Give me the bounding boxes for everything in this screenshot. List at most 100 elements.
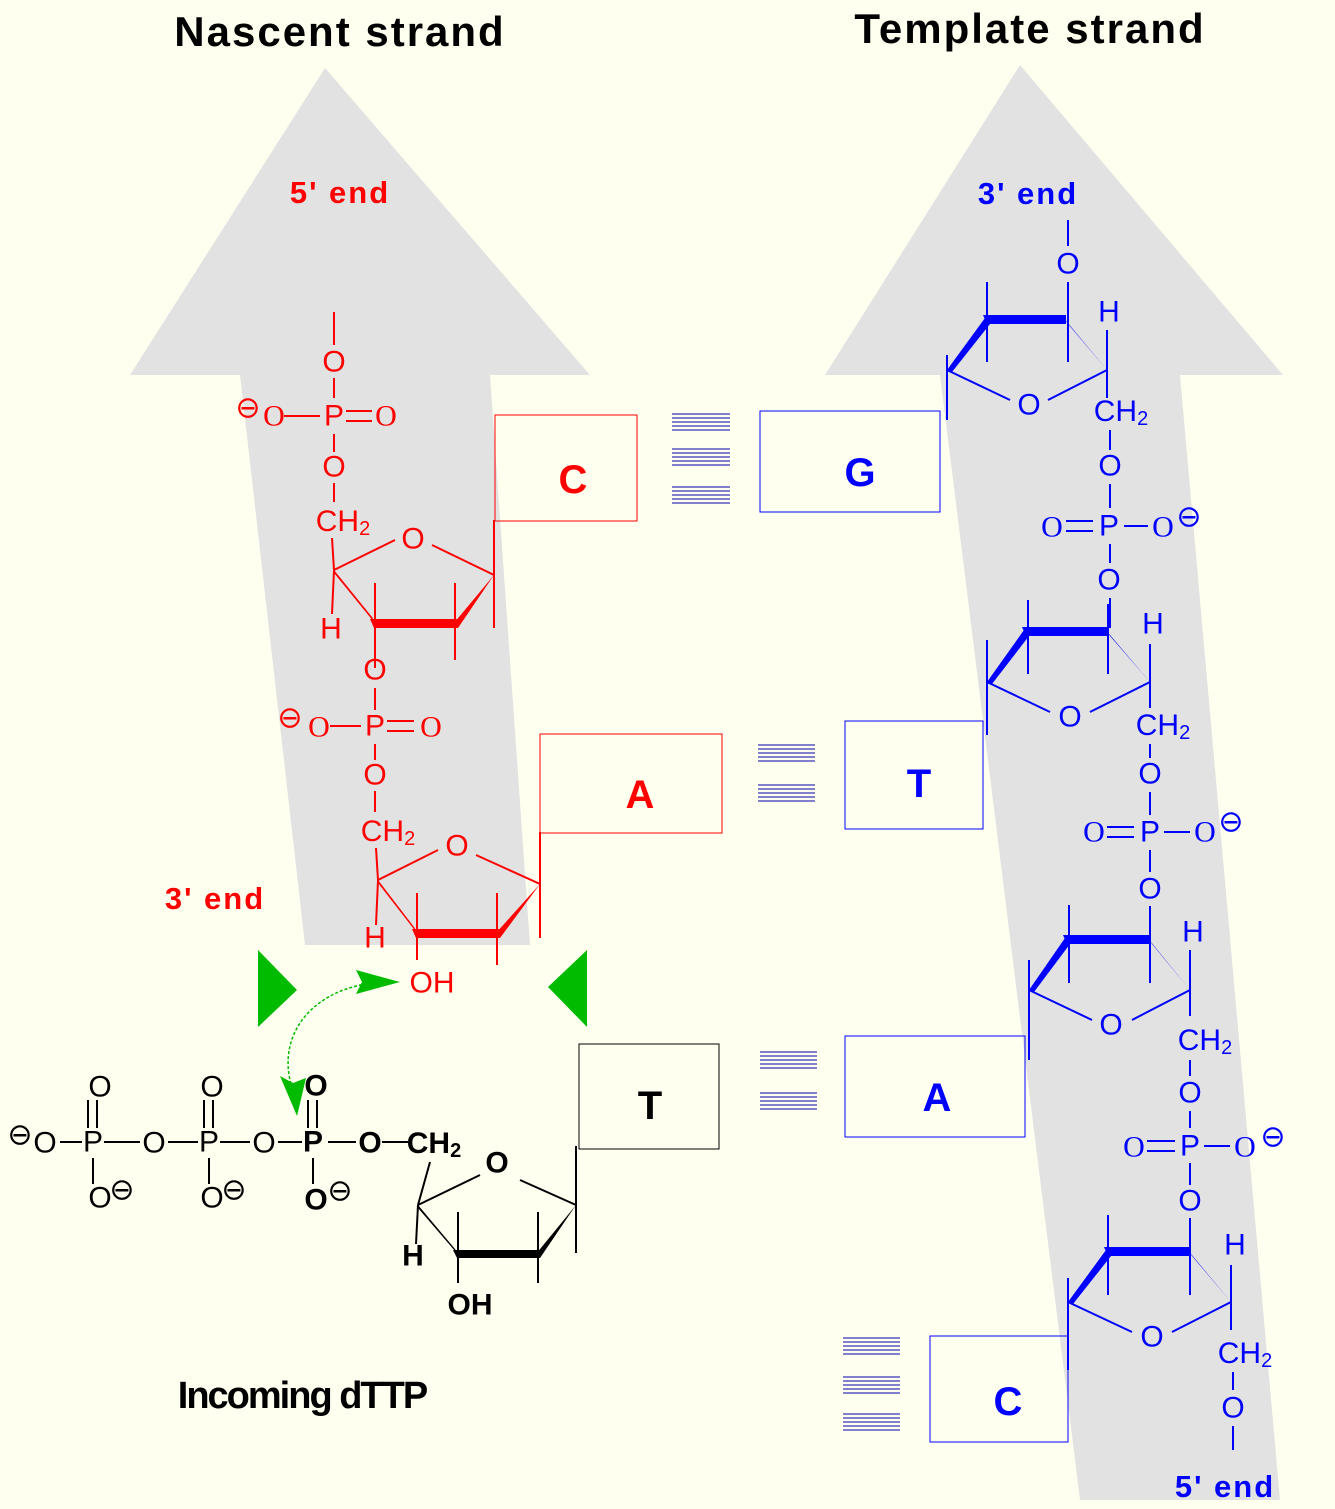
left-pointer-triangle [258,950,297,1027]
oxygen-atom: O [1152,511,1174,544]
oxygen-atom: O [363,654,386,687]
svg-text:C: C [559,458,588,502]
oxygen-atom: O [445,830,468,863]
ch2-group: CH2 [1178,1024,1232,1060]
hydrogen-atom: H [1098,296,1120,329]
svg-text:A: A [923,1076,952,1120]
incoming-base-box: T [578,1043,720,1150]
template-base-box: C [929,1335,1069,1443]
phosphate-group [330,688,414,812]
hydrogen-bonds-ta [760,1051,817,1110]
hydrogen-atom: H [1182,916,1204,949]
nascent-strand-arrow [130,68,590,945]
hydrogen-bonds-at [758,744,815,802]
deoxyribose-ring [331,520,495,668]
hydroxyl-3prime: OH [410,967,455,1000]
phosphate-group [284,378,372,502]
phosphorus-atom: P [1140,816,1160,849]
phosphorus-atom: P [324,400,344,433]
oxygen-atom: O [304,1184,327,1217]
nascent-strand-title: Nascent strand [174,8,505,55]
ch2-group: CH2 [407,1127,461,1163]
deoxyribose-ring [1028,905,1191,1060]
oxygen-atom: O [363,759,386,792]
oxygen-atom: O [142,1127,165,1160]
hydrogen-atom: H [1142,608,1164,641]
svg-text:T: T [907,762,931,806]
phosphorus-atom: P [1099,510,1119,543]
oxygen-atom: O [1097,564,1120,597]
template-strand-title: Template strand [854,5,1205,52]
oxygen-atom: O [33,1127,56,1160]
template-base-box: A [844,1035,1026,1138]
oxygen-atom: O [200,1071,223,1104]
oxygen-atom: O [1138,758,1161,791]
ch2-group: CH2 [361,815,415,851]
oxygen-atom: O [1234,1131,1256,1164]
oxygen-atom: O [1056,248,1079,281]
svg-text:A: A [626,773,655,817]
oxygen-atom: O [1041,511,1063,544]
oxygen-atom: O [252,1127,275,1160]
oxygen-atom: O [1178,1077,1201,1110]
oxygen-atom: O [1221,1392,1244,1425]
oxygen-atom: O [1123,1131,1145,1164]
nascent-base-box: A [539,733,723,834]
nascent-3prime-label: 3' end [165,881,265,916]
deoxyribose-ring [946,282,1108,420]
hydrogen-atom: H [402,1240,424,1273]
charge-minus: ⊖ [221,1174,246,1207]
oxygen-atom: O [1140,1321,1163,1354]
hydrogen-atom: H [320,613,342,646]
oxygen-atom: O [420,711,442,744]
incoming-dttp: ⊖ O P O O ⊖ O P O O ⊖ O P O O ⊖ O CH2 O [7,1070,577,1322]
hydrogen-atom: H [364,922,386,955]
phosphorus-atom: P [83,1126,103,1159]
oxygen-atom: O [1138,873,1161,906]
oxygen-atom: O [88,1182,111,1215]
oxygen-atom: O [1017,389,1040,422]
deoxyribose-ring [1067,1215,1232,1370]
oxygen-atom: O [322,346,345,379]
charge-minus: ⊖ [277,702,302,735]
oxygen-atom: O [304,1070,327,1103]
oxygen-atom: O [88,1071,111,1104]
right-pointer-triangle [548,950,587,1027]
charge-minus: ⊖ [235,392,260,425]
oxygen-atom: O [200,1182,223,1215]
oxygen-atom: O [1099,1009,1122,1042]
ch2-group: CH2 [1094,395,1148,431]
phosphorus-atom: P [199,1126,219,1159]
ch2-group: CH2 [316,505,370,541]
oxygen-atom: O [1058,701,1081,734]
deoxyribose-ring [375,832,541,965]
svg-text:C: C [994,1380,1023,1424]
hydrogen-bonds-cg [672,413,730,504]
ch2-group: CH2 [1136,709,1190,745]
template-base-box: T [844,720,984,830]
hydrogen-atom: H [1224,1229,1246,1262]
oxygen-atom: O [308,711,330,744]
oxygen-atom: O [358,1127,381,1160]
oxygen-atom: O [1098,450,1121,483]
oxygen-atom: O [485,1147,508,1180]
deoxyribose-ring [415,1146,577,1283]
deoxyribose-ring [986,600,1151,735]
nucleophilic-attack-arrow [280,970,400,1116]
charge-minus: ⊖ [109,1174,134,1207]
hydroxyl-3prime: OH [448,1289,493,1322]
ch2-group: CH2 [1218,1337,1272,1373]
charge-minus: ⊖ [1176,501,1201,534]
oxygen-atom: O [1083,816,1105,849]
oxygen-atom: O [401,523,424,556]
template-strand: O O H CH2 O P O O ⊖ O [946,220,1286,1450]
template-base-box: G [759,410,941,513]
nascent-base-box: C [494,414,638,522]
template-5prime-label: 5' end [1175,1469,1275,1504]
svg-text:T: T [638,1084,662,1128]
hydrogen-bonds-gc [843,1337,900,1431]
charge-minus: ⊖ [1260,1121,1285,1154]
charge-minus: ⊖ [327,1175,352,1208]
oxygen-atom: O [375,400,397,433]
